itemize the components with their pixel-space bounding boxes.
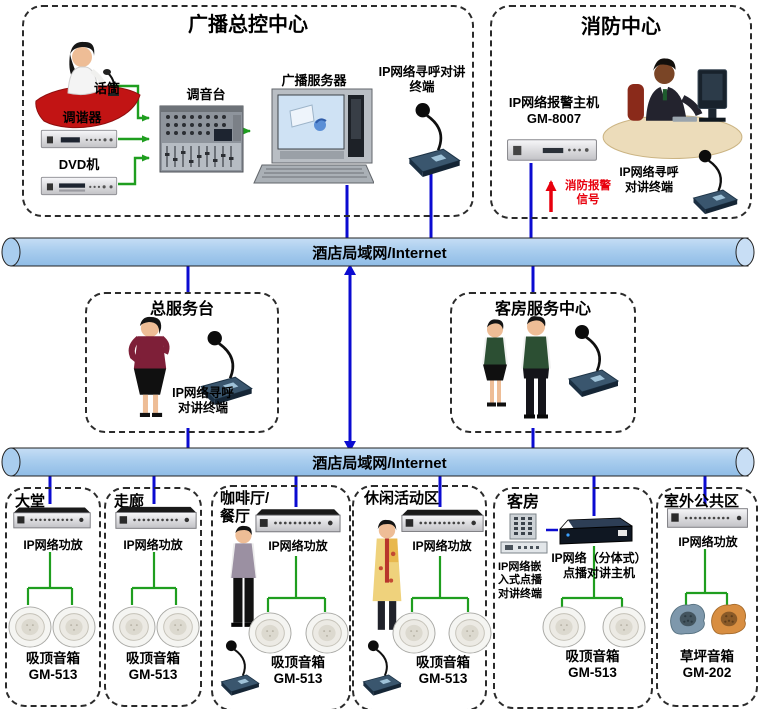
paging-terminal-device [362, 640, 402, 696]
embedded-terminal-label: IP网络嵌 入式点播 对讲终端 [498, 561, 542, 600]
paging-terminal-device [568, 325, 620, 397]
dvd-label: DVD机 [58, 157, 100, 172]
waiter-illustration [230, 525, 257, 627]
receptionist-illustration [128, 316, 170, 417]
mixer-device [159, 105, 244, 173]
ceiling-speaker [448, 612, 492, 654]
ceiling-speaker [248, 612, 292, 654]
alarm-host-device [507, 139, 597, 161]
paging-terminal-device [408, 103, 461, 177]
box-zone-corridor: 走廊 IP网络功放 吸顶音箱 GM-513 [104, 487, 202, 707]
speaker-caption: 草坪音箱 GM-202 [680, 649, 734, 681]
paging-terminal-device [200, 331, 253, 405]
ceiling-speaker [392, 612, 436, 654]
amp-label: IP网络功放 [268, 539, 328, 553]
zone-title: 室外公共区 [664, 493, 740, 510]
mixer-label: 调音台 [186, 87, 226, 102]
embedded-terminal-device [500, 513, 548, 554]
ceiling-speaker [156, 606, 200, 648]
broadcast-terminal-label: IP网络寻呼对讲 终端 [378, 65, 466, 95]
announcer-illustration [35, 41, 141, 129]
speaker-caption: 吸顶音箱 GM-513 [126, 651, 180, 683]
ceiling-speaker [542, 606, 586, 648]
box-broadcast-center: 广播总控中心 话筒 调谐器 DVD机 [22, 5, 474, 217]
zone-title: 客房 [507, 494, 540, 511]
ip-amplifier-device [255, 509, 341, 533]
zone-title: 咖啡厅/ 餐厅 [220, 490, 270, 526]
fire-alarm-signal-label: 消防报警 信号 [565, 180, 611, 207]
paging-terminal-device [692, 149, 739, 215]
hotel-lan-pipe-2: 酒店局域网/Internet [0, 447, 759, 477]
blue-arrowheads [344, 264, 356, 452]
broadcast-center-title: 广播总控中心 [188, 14, 308, 36]
box-fire-center: 消防中心 IP网络报警主机 GM-8007 消防报警 信号 [490, 5, 752, 219]
front-desk-terminal-label: IP网络寻呼 对讲终端 [172, 386, 234, 416]
intercom-host-label: IP网络（分体式） 点播对讲主机 [551, 551, 647, 580]
zone-title: 休闲活动区 [364, 490, 440, 507]
rock-speaker-blue [670, 603, 705, 635]
amp-label: IP网络功放 [123, 538, 183, 552]
front-desk-title: 总服务台 [149, 301, 214, 318]
mic-label: 话筒 [93, 81, 120, 96]
fire-center-title: 消防中心 [581, 16, 661, 38]
speaker-caption: 吸顶音箱 GM-513 [271, 655, 325, 687]
amp-label: IP网络功放 [412, 539, 472, 553]
ceiling-speaker [52, 606, 96, 648]
intercom-host-device [559, 517, 633, 545]
lan2-label: 酒店局域网/Internet [312, 454, 447, 472]
alarm-host-label: IP网络报警主机 GM-8007 [508, 95, 600, 126]
lan1-label: 酒店局域网/Internet [312, 244, 447, 262]
tuner-label: 调谐器 [62, 110, 102, 125]
ceiling-speaker [305, 612, 349, 654]
ceiling-speaker [602, 606, 646, 648]
zone-title: 大堂 [15, 493, 46, 510]
server-label: 广播服务器 [281, 73, 347, 88]
fire-operator-illustration [602, 58, 743, 160]
zone-title: 走廊 [114, 493, 145, 510]
paging-terminal-device [220, 640, 260, 696]
dvd-device [40, 176, 118, 196]
ceiling-speaker [8, 606, 52, 648]
box-zone-guestroom: 客房 IP网络嵌 入式点播 对讲终端 IP网络（分体式） [493, 487, 653, 709]
ip-amplifier-device [115, 506, 197, 529]
box-zone-outdoor: 室外公共区 IP网络功放 草坪音箱 GM-202 [656, 487, 758, 707]
rock-speaker-orange [711, 603, 746, 635]
ip-amplifier-device [401, 509, 484, 532]
box-room-service: 客房服务中心 [450, 292, 636, 433]
amp-label: IP网络功放 [23, 538, 83, 552]
hotel-lan-pipe-1: 酒店局域网/Internet [0, 237, 759, 267]
box-zone-cafe: 咖啡厅/ 餐厅 IP网络功放 [211, 485, 351, 709]
ip-amplifier-device [13, 507, 91, 529]
fire-terminal-label: IP网络寻呼 对讲终端 [619, 165, 679, 194]
speaker-caption: 吸顶音箱 GM-513 [416, 655, 470, 687]
box-zone-lobby: 大堂 IP网络功放 吸顶音箱 GM-513 [5, 487, 101, 707]
amp-label: IP网络功放 [678, 535, 738, 549]
box-zone-leisure: 休闲活动区 IP网络功放 [352, 485, 492, 709]
ip-amplifier-device [667, 508, 748, 528]
hostess-illustration [372, 519, 402, 630]
room-service-staff-illustration [482, 316, 551, 419]
ceiling-speaker [112, 606, 156, 648]
tuner-device [40, 129, 118, 149]
speaker-caption: 吸顶音箱 GM-513 [26, 651, 80, 683]
room-service-title: 客房服务中心 [494, 301, 591, 318]
speaker-caption: 吸顶音箱 GM-513 [565, 649, 620, 681]
broadcast-server-device [253, 88, 374, 184]
box-front-desk: 总服务台 IP网络寻呼 对讲终端 [85, 292, 279, 433]
